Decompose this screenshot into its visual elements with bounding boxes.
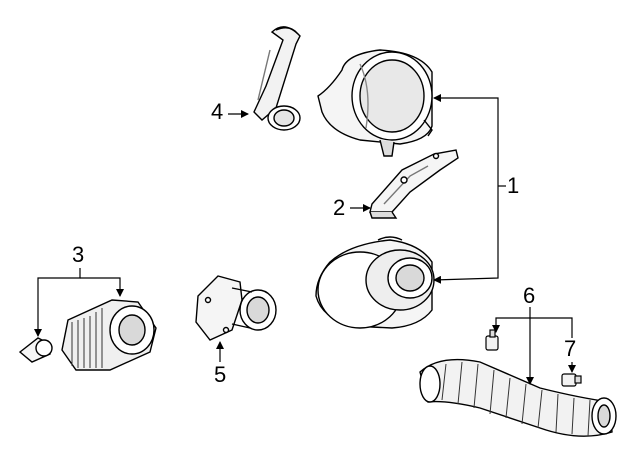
callout-5: 5 bbox=[213, 362, 228, 387]
leader-lines bbox=[34, 94, 576, 385]
air-duct-adapter bbox=[195, 275, 277, 341]
callout-7: 7 bbox=[563, 336, 578, 361]
hose-fitting-left bbox=[485, 329, 499, 351]
callout-3: 3 bbox=[71, 242, 86, 267]
hose-fitting-right bbox=[561, 373, 582, 387]
callout-6: 6 bbox=[522, 283, 537, 308]
callout-1: 1 bbox=[506, 173, 521, 198]
intake-hose bbox=[419, 358, 617, 437]
air-filter-element bbox=[18, 299, 157, 371]
callout-4: 4 bbox=[210, 99, 225, 124]
air-cleaner-housing-lower bbox=[315, 236, 435, 329]
callout-2: 2 bbox=[332, 195, 347, 220]
mounting-bracket bbox=[369, 149, 459, 219]
air-inlet-duct bbox=[253, 26, 301, 131]
air-cleaner-housing-upper bbox=[317, 49, 433, 157]
